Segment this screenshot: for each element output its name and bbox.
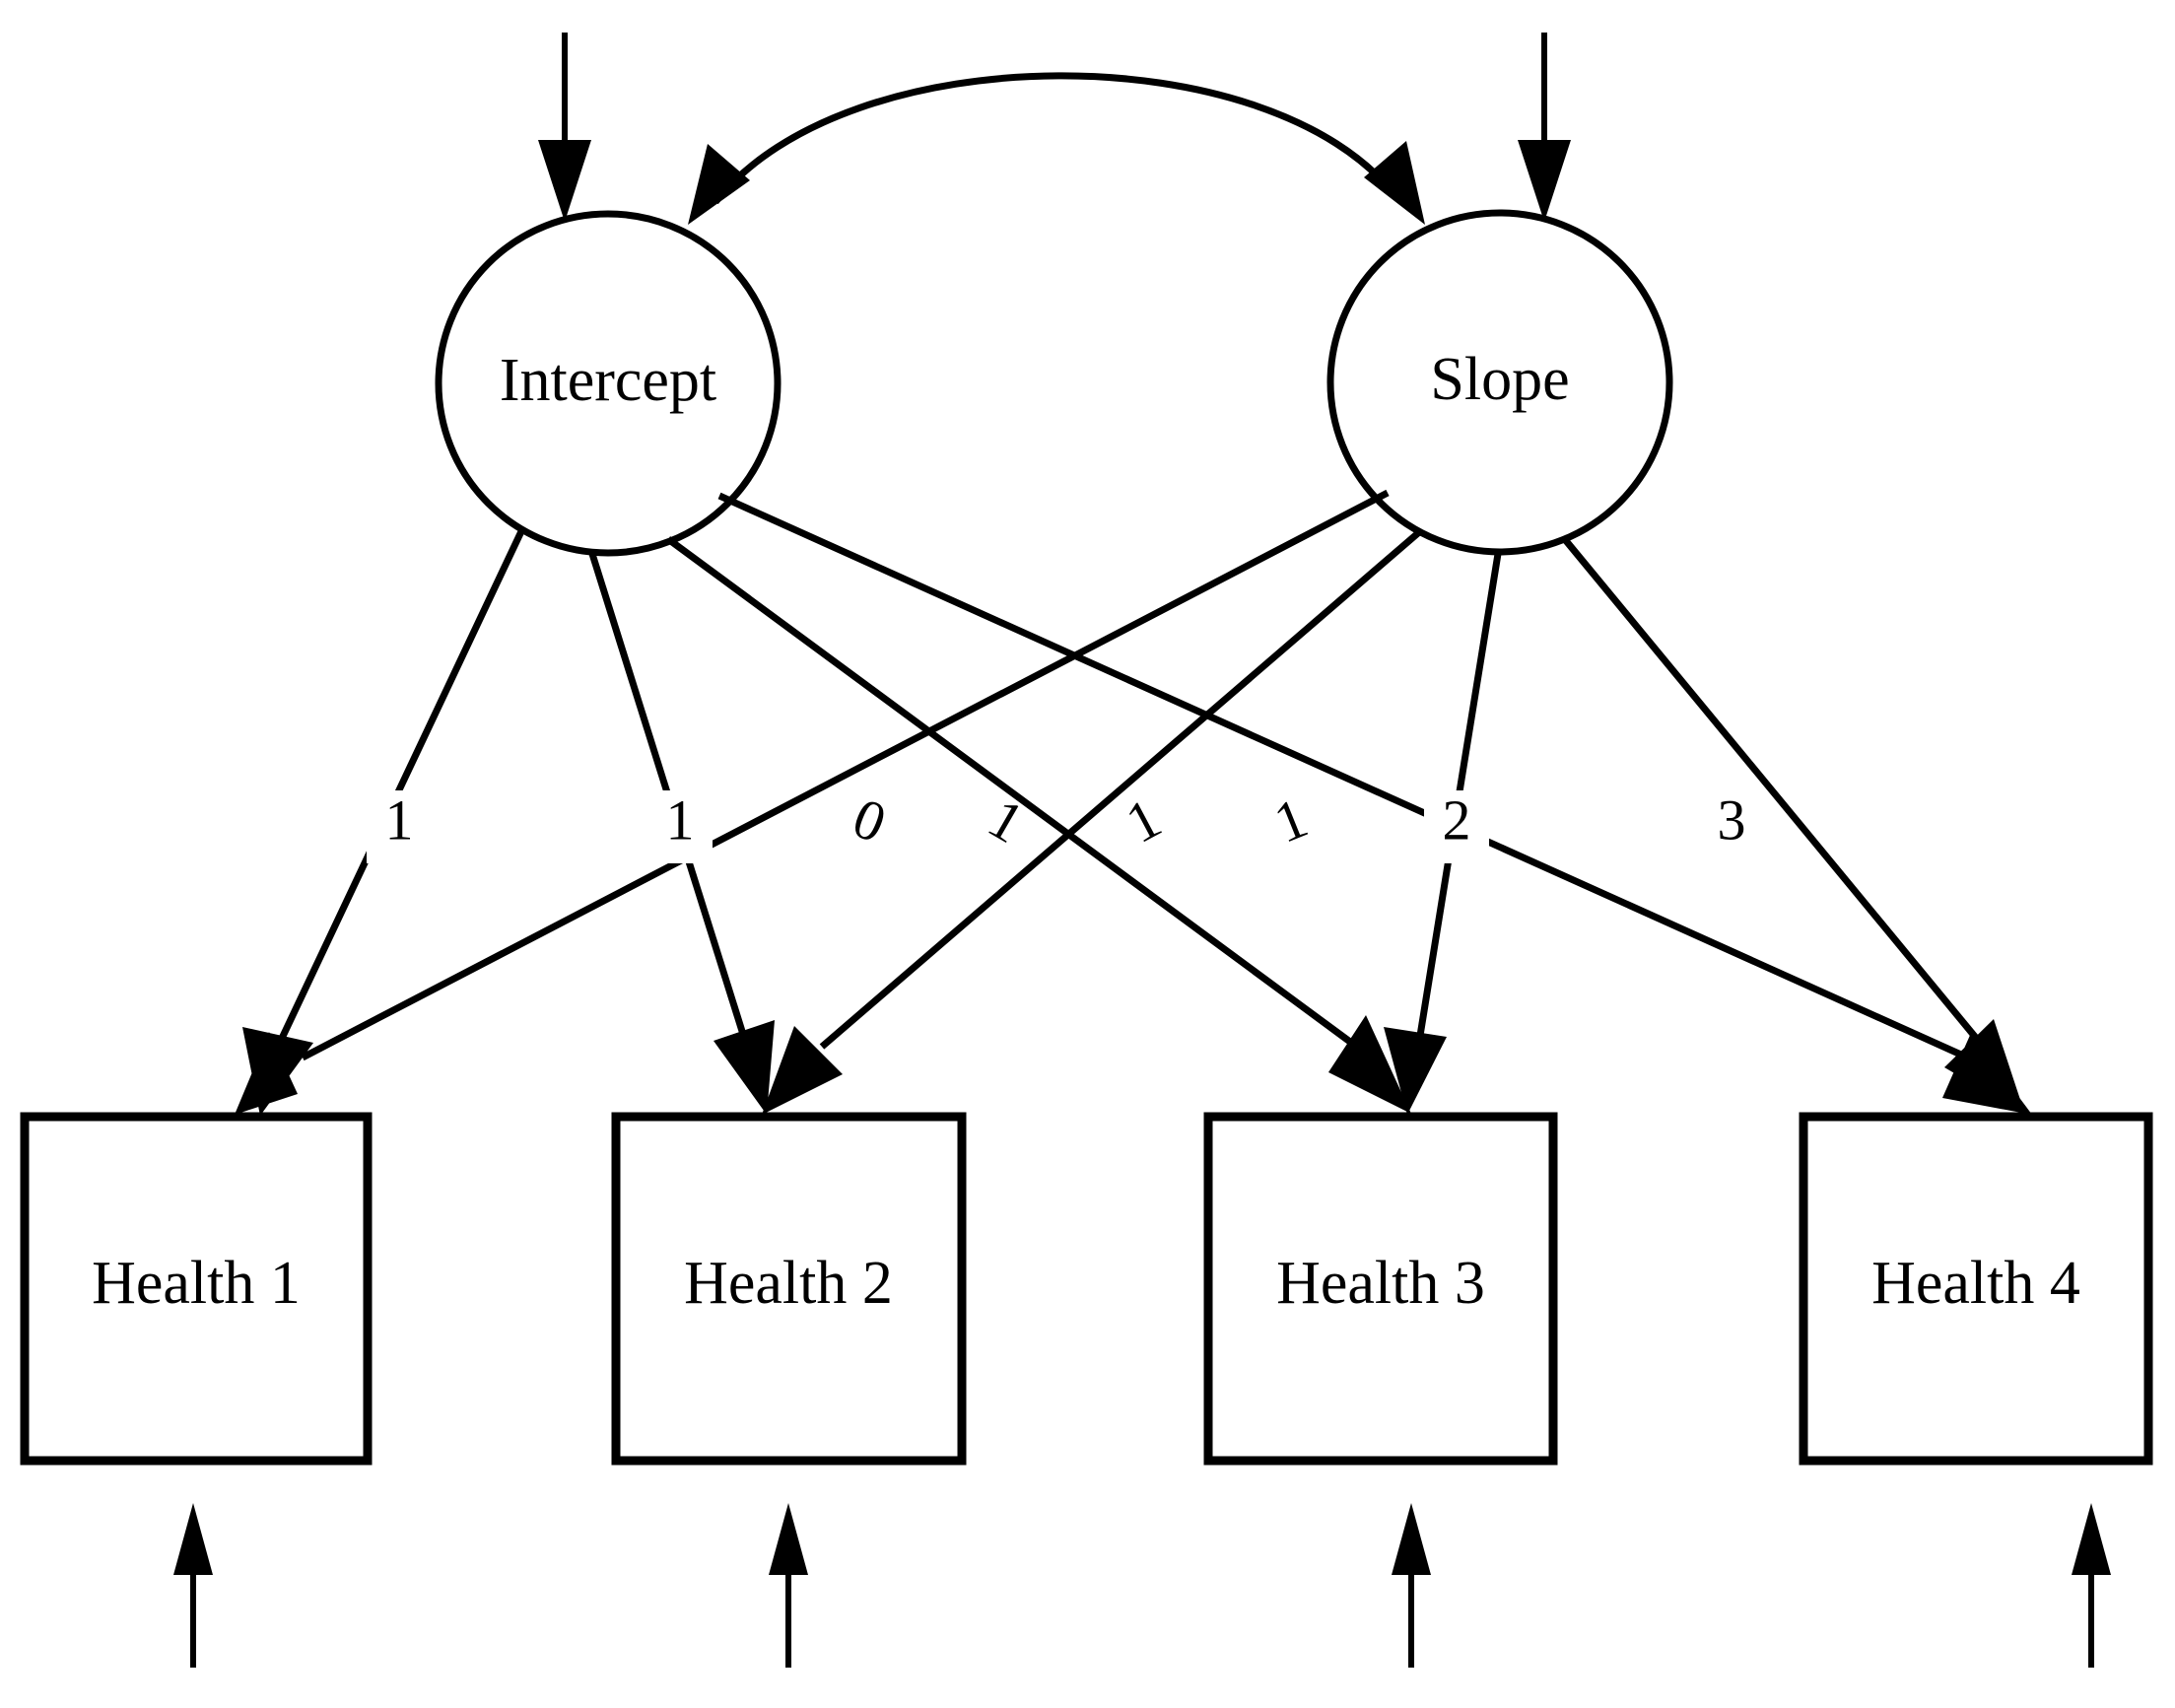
loading-label-slope-health3: 2 (1443, 787, 1471, 852)
latent-node-intercept[interactable]: Intercept (435, 210, 782, 557)
loading-label-intercept-health4: 1 (1265, 786, 1316, 855)
latent-node-slope[interactable]: Slope (1326, 209, 1673, 556)
observed-node-health3-label: Health 3 (1276, 1250, 1485, 1317)
observed-node-health4-label: Health 4 (1871, 1250, 2080, 1317)
residual-arrow-health1 (173, 1503, 213, 1668)
residual-arrow-health2 (769, 1503, 808, 1668)
covariance-arrow-intercept-slope (688, 72, 1425, 225)
observed-node-health2[interactable]: Health 2 (611, 1112, 967, 1466)
loading-label-intercept-health1: 1 (385, 787, 414, 852)
latent-disturbance-arrow-intercept (538, 33, 591, 222)
latent-node-slope-label: Slope (1430, 346, 1569, 413)
loading-path-intercept-health3 (665, 536, 1411, 1114)
loading-label-intercept-health3: 1 (1116, 786, 1171, 855)
latent-node-intercept-label: Intercept (500, 347, 716, 414)
observed-node-health3[interactable]: Health 3 (1203, 1112, 1558, 1466)
residual-arrow-health3 (1392, 1503, 1431, 1668)
latent-disturbance-arrow-slope (1518, 33, 1571, 222)
loading-label-slope-health1: 0 (845, 786, 895, 855)
observed-node-health1[interactable]: Health 1 (20, 1112, 373, 1466)
loading-path-slope-health4 (1560, 534, 2025, 1115)
loading-path-slope-health1 (235, 489, 1390, 1115)
observed-node-health4[interactable]: Health 4 (1799, 1112, 2153, 1466)
observed-node-health2-label: Health 2 (684, 1250, 893, 1317)
loading-label-slope-health2: 1 (978, 786, 1035, 855)
residual-arrow-health4 (2072, 1503, 2111, 1668)
loading-label-group: 1 1 1 1 0 1 2 3 (367, 786, 1764, 863)
loading-label-intercept-health2: 1 (666, 787, 695, 852)
loading-path-slope-health2 (762, 529, 1422, 1115)
loading-label-slope-health4: 3 (1718, 787, 1746, 852)
observed-node-health1-label: Health 1 (92, 1250, 301, 1317)
loading-path-intercept-health4 (717, 492, 2032, 1115)
